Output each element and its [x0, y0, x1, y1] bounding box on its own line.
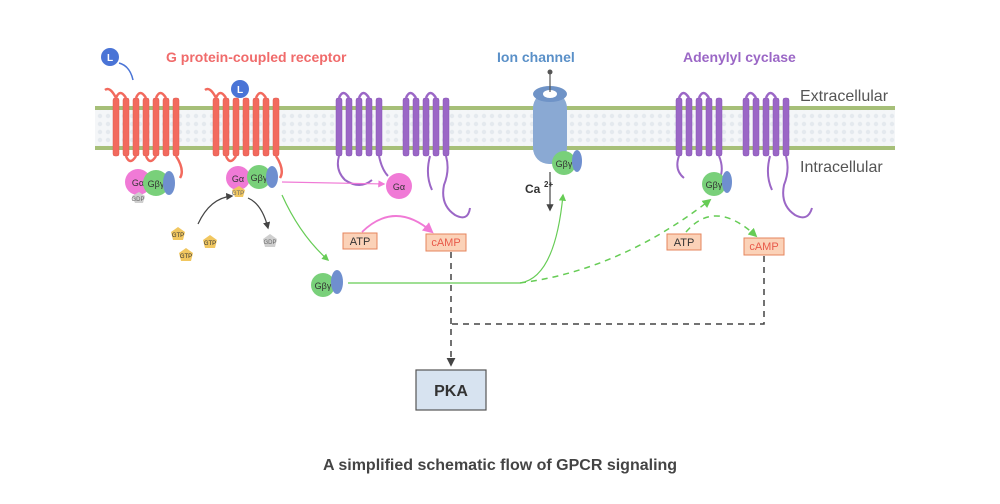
camp-box-1: cAMP: [425, 233, 467, 252]
label-intracellular: Intracellular: [800, 159, 883, 176]
ligand-free: L: [101, 48, 134, 81]
arrow-camp2-to-pka: [451, 256, 765, 325]
svg-text:GTP: GTP: [180, 254, 192, 260]
svg-text:cAMP: cAMP: [431, 237, 460, 249]
svg-text:L: L: [237, 85, 243, 96]
ion-channel: [533, 69, 567, 164]
atp-box-1: ATP: [342, 232, 378, 250]
gpcr-receptor-2: [204, 87, 284, 179]
g-protein-active: Gα Gβγ GTP: [226, 165, 278, 197]
g-protein-inactive: Gα Gβγ GDP: [125, 169, 175, 203]
svg-text:Gα: Gα: [393, 182, 405, 192]
figure-caption: A simplified schematic flow of GPCR sign…: [323, 457, 677, 474]
svg-text:GDP: GDP: [131, 197, 144, 203]
svg-text:GTP: GTP: [232, 191, 244, 197]
g-beta-gamma-on-ac: Gβγ: [702, 171, 732, 196]
arrow-gbg-to-ac2: [519, 198, 712, 284]
svg-text:Gβγ: Gβγ: [148, 179, 165, 189]
svg-text:Ca: Ca: [525, 182, 541, 196]
svg-text:2+: 2+: [544, 180, 553, 189]
title-gpcr: G protein-coupled receptor: [166, 49, 347, 65]
ligand-bound: L: [231, 80, 249, 98]
g-alpha-on-ac: Gα: [386, 173, 412, 199]
calcium-label: Ca 2+: [525, 180, 553, 196]
svg-text:L: L: [107, 53, 113, 64]
svg-text:Gα: Gα: [132, 178, 144, 188]
arrow-g-alpha-to-ac: [281, 180, 386, 188]
arrow-gtp-in: [197, 192, 234, 225]
pka-box: PKA: [415, 369, 487, 411]
svg-text:Gβγ: Gβγ: [251, 173, 268, 183]
g-beta-gamma-free: Gβγ: [311, 270, 343, 297]
label-extracellular: Extracellular: [800, 88, 889, 105]
svg-text:GTP: GTP: [204, 241, 216, 247]
arrow-atp-to-camp-1: [361, 215, 434, 234]
title-ion-channel: Ion channel: [497, 49, 575, 65]
svg-text:Gβγ: Gβγ: [556, 159, 573, 169]
adenylyl-cyclase-1: [335, 91, 471, 219]
title-adenylyl-cyclase: Adenylyl cyclase: [683, 49, 796, 65]
svg-text:GTP: GTP: [172, 233, 184, 239]
g-beta-gamma-on-channel: Gβγ: [552, 150, 582, 175]
arrow-gbg-release: [281, 194, 330, 261]
arrow-gdp-out: [247, 197, 271, 230]
svg-text:Gα: Gα: [232, 174, 244, 184]
gtp-molecules: GTP GTP GTP: [171, 227, 217, 261]
svg-text:GDP: GDP: [263, 240, 276, 246]
atp-box-2: ATP: [666, 233, 702, 251]
svg-text:cAMP: cAMP: [749, 241, 778, 253]
gpcr-receptor-1: [104, 87, 184, 179]
svg-text:ATP: ATP: [674, 237, 695, 249]
svg-text:Gβγ: Gβγ: [706, 180, 723, 190]
gdp-released: GDP: [263, 234, 277, 247]
svg-text:Gβγ: Gβγ: [315, 281, 332, 291]
arrow-atp-to-camp-2: [685, 215, 758, 238]
svg-text:ATP: ATP: [350, 236, 371, 248]
camp-box-2: cAMP: [743, 237, 785, 256]
adenylyl-cyclase-2: [675, 91, 813, 219]
svg-text:PKA: PKA: [434, 383, 468, 400]
